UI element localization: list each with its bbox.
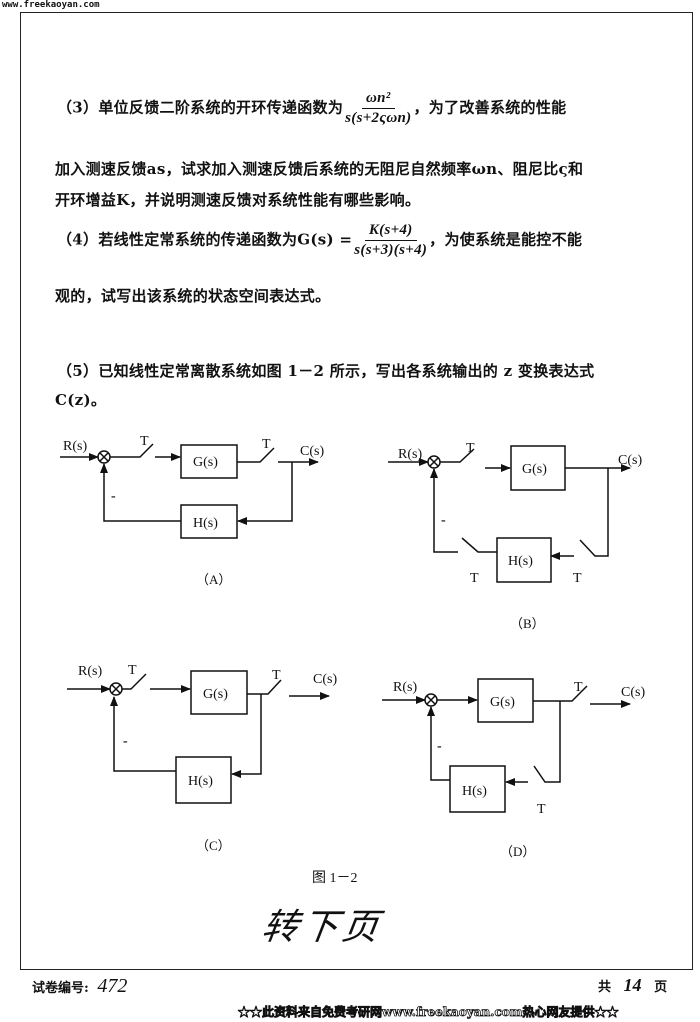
label-r: R(s) — [78, 664, 102, 679]
q4-transfer-function: K(s+4)s(s+3)(s+4) — [354, 222, 428, 258]
label-t: T — [272, 668, 281, 683]
label-t: T — [537, 802, 546, 817]
label-t: T — [140, 434, 149, 449]
q4-prefix: （4）若线性定常系统的传递函数为G(s) = — [57, 230, 353, 249]
label-t: T — [573, 571, 582, 586]
caption-b: （B） — [510, 616, 545, 631]
q4-suffix: ，为使系统是能控不能 — [429, 230, 583, 249]
q3-line2: 加入测速反馈as，试求加入测速反馈后系统的无阻尼自然频率ωn、阻尼比ς和 — [55, 160, 584, 178]
q3-line3: 开环增益K，并说明测速反馈对系统性能有哪些影响。 — [55, 191, 421, 209]
paper-number: 试卷编号: 472 — [32, 975, 128, 997]
label-t: T — [574, 680, 583, 695]
block-h: H(s) — [188, 774, 213, 789]
q5-line2: C(z)。 — [55, 391, 107, 409]
diagram-c — [67, 670, 330, 804]
block-h: H(s) — [462, 784, 487, 799]
diagram-d — [382, 678, 631, 813]
caption-a: （A） — [196, 572, 231, 587]
page-frame — [20, 12, 693, 970]
page-count: 共 14 页 — [598, 975, 668, 995]
diagram-a — [60, 443, 319, 539]
label-t: T — [470, 571, 479, 586]
label-c: C(s) — [300, 444, 324, 459]
caption-c: （C） — [196, 838, 231, 853]
block-g: G(s) — [203, 687, 228, 702]
block-h: H(s) — [508, 554, 533, 569]
label-r: R(s) — [63, 439, 87, 454]
q5-line1: （5）已知线性定常离散系统如图 1－2 所示，写出各系统输出的 z 变换表达式 — [57, 362, 595, 380]
label-r: R(s) — [393, 680, 417, 695]
label-r: R(s) — [398, 447, 422, 462]
caption-d: （D） — [500, 844, 535, 859]
label-c: C(s) — [313, 672, 337, 687]
label-t: T — [128, 663, 137, 678]
label-c: C(s) — [621, 685, 645, 700]
site-url: www.freekaoyan.com — [2, 0, 100, 10]
handwritten-note: 转下页 — [259, 907, 385, 948]
block-h: H(s) — [193, 516, 218, 531]
block-g: G(s) — [522, 462, 547, 477]
minus-sign: - — [441, 513, 446, 528]
label-c: C(s) — [618, 453, 642, 468]
label-t: T — [466, 441, 475, 456]
block-g: G(s) — [490, 695, 515, 710]
q4-line1: （4）若线性定常系统的传递函数为G(s) =K(s+4)s(s+3)(s+4)，… — [57, 222, 582, 259]
source-note: ★★此资料来自免费考研网www.freekaoyan.com热心网友提供★★ — [238, 1005, 619, 1020]
minus-sign: - — [111, 489, 116, 504]
minus-sign: - — [123, 734, 128, 749]
diagram-b — [388, 445, 631, 583]
q3-prefix: （3）单位反馈二阶系统的开环传递函数为 — [57, 98, 344, 117]
minus-sign: - — [437, 739, 442, 754]
figure-title: 图 1－2 — [312, 871, 358, 886]
block-g: G(s) — [193, 455, 218, 470]
label-t: T — [262, 437, 271, 452]
q3-suffix: ，为了改善系统的性能 — [413, 98, 567, 117]
q4-line2: 观的，试写出该系统的状态空间表达式。 — [55, 287, 331, 305]
